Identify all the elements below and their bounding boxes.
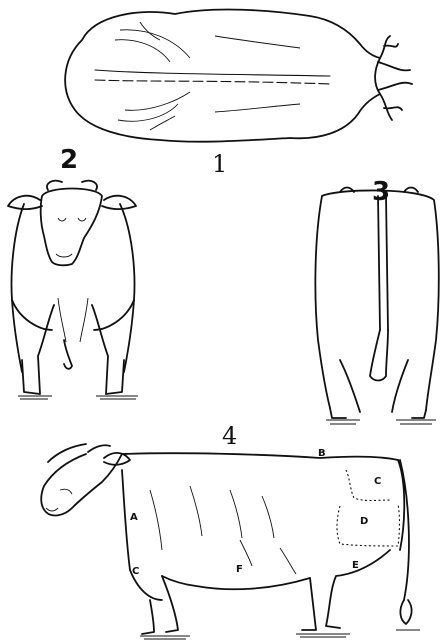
figure-2-number: 2 xyxy=(60,145,78,175)
figure-1-number: 1 xyxy=(212,150,227,178)
figure-4-side-view xyxy=(41,444,420,639)
figure-3-rear-view xyxy=(315,188,438,425)
figure-3-number: 3 xyxy=(372,177,390,207)
figure-2-front-view xyxy=(8,181,138,399)
region-label-e: E xyxy=(352,560,359,571)
figure-4-number: 4 xyxy=(222,422,237,450)
region-label-a: A xyxy=(130,512,138,523)
region-label-b: B xyxy=(318,448,326,459)
figure-1-top-view xyxy=(65,10,412,142)
region-label-c-lower: C xyxy=(132,566,139,577)
region-label-d: D xyxy=(360,516,368,527)
region-label-c-upper: C xyxy=(374,476,381,487)
region-label-f: F xyxy=(236,564,243,575)
